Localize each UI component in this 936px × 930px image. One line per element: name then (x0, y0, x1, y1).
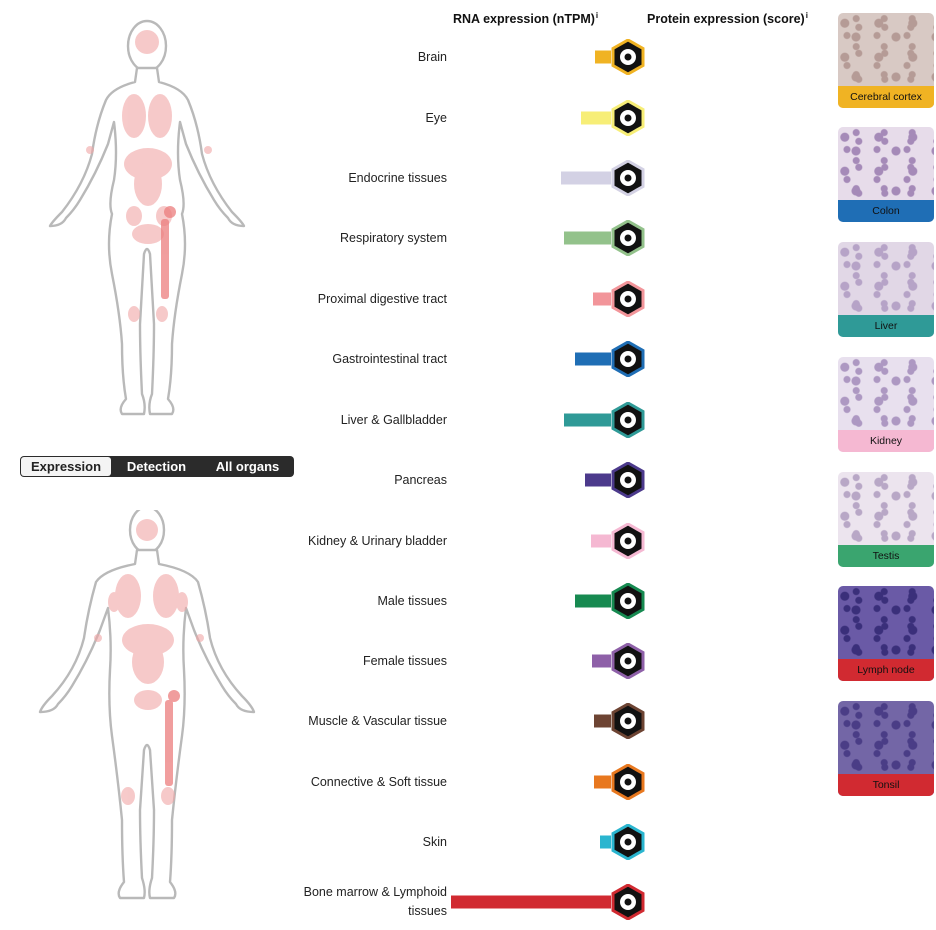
organ-label: Connective & Soft tissue (310, 774, 447, 789)
organ-row[interactable]: Kidney & Urinary bladder (300, 511, 650, 571)
rna-expression-bar[interactable] (585, 473, 611, 487)
tissue-label: Cerebral cortex (838, 86, 934, 108)
heart-icon[interactable] (611, 703, 645, 739)
organ-row[interactable]: Female tissues (300, 631, 650, 691)
tissue-label: Colon (838, 200, 934, 222)
female-icon[interactable] (611, 643, 645, 679)
organ-row[interactable]: Pancreas (300, 450, 650, 510)
tissue-card[interactable]: Colon (838, 127, 934, 222)
bone-marrow-icon[interactable] (611, 884, 645, 920)
tissue-label: Liver (838, 315, 934, 337)
connective-icon[interactable] (611, 764, 645, 800)
rna-expression-bar[interactable] (581, 111, 611, 125)
male-body-figure[interactable] (22, 510, 282, 925)
view-toggle: Expression Detection All organs (20, 456, 294, 477)
tissue-card[interactable]: Liver (838, 242, 934, 337)
liver-icon[interactable] (611, 402, 645, 438)
organ-row[interactable]: Respiratory system (300, 208, 650, 268)
rna-expression-bar[interactable] (451, 895, 611, 909)
rna-expression-bar[interactable] (575, 352, 611, 366)
rna-expression-bar[interactable] (600, 835, 611, 849)
organ-row[interactable]: Muscle & Vascular tissue (300, 691, 650, 751)
organ-label: Respiratory system (340, 230, 447, 245)
tissue-label: Tonsil (838, 774, 934, 796)
male-icon[interactable] (611, 583, 645, 619)
organ-label: Bone marrow & Lymphoid tissues (303, 885, 447, 918)
organ-label: Liver & Gallbladder (340, 412, 447, 427)
organ-row[interactable]: Endocrine tissues (300, 148, 650, 208)
toggle-expression[interactable]: Expression (21, 457, 111, 476)
protein-info-icon[interactable]: i (805, 11, 808, 20)
rna-expression-bar[interactable] (594, 714, 611, 728)
tissue-card[interactable]: Testis (838, 472, 934, 567)
organ-label: Endocrine tissues (348, 170, 447, 185)
lungs-icon[interactable] (611, 220, 645, 256)
rna-expression-bar[interactable] (591, 534, 611, 548)
eye-icon[interactable] (611, 100, 645, 136)
rna-expression-bar[interactable] (561, 171, 611, 185)
tissue-label: Kidney (838, 430, 934, 452)
rna-expression-bar[interactable] (564, 231, 611, 245)
toggle-all-organs[interactable]: All organs (215, 459, 280, 474)
organ-label: Proximal digestive tract (317, 291, 447, 306)
rna-expression-bar[interactable] (595, 50, 611, 64)
pancreas-icon[interactable] (611, 462, 645, 498)
skin-icon[interactable] (611, 824, 645, 860)
organ-row[interactable]: Bone marrow & Lymphoid tissues (300, 872, 650, 930)
rna-expression-bar[interactable] (575, 594, 611, 608)
organ-label: Skin (422, 834, 447, 849)
organ-row[interactable]: Skin (300, 812, 650, 872)
organ-row[interactable]: Brain (300, 27, 650, 87)
organ-row[interactable]: Male tissues (300, 571, 650, 631)
rna-expression-bar[interactable] (593, 292, 611, 306)
tissue-card[interactable]: Tonsil (838, 701, 934, 796)
brain-icon[interactable] (611, 39, 645, 75)
kidney-icon[interactable] (611, 523, 645, 559)
tissue-card[interactable]: Kidney (838, 357, 934, 452)
rna-info-icon[interactable]: i (595, 11, 599, 20)
organ-row[interactable]: Eye (300, 88, 650, 148)
throat-icon[interactable] (611, 281, 645, 317)
protein-expression-title: Protein expression (score) (647, 12, 805, 27)
endocrine-icon[interactable] (611, 160, 645, 196)
rna-expression-title: RNA expression (nTPM) (453, 12, 595, 27)
organ-label: Pancreas (394, 472, 447, 487)
organ-row[interactable]: Gastrointestinal tract (300, 329, 650, 389)
organ-row[interactable]: Liver & Gallbladder (300, 390, 650, 450)
rna-expression-bar[interactable] (592, 654, 611, 668)
toggle-detection[interactable]: Detection (126, 459, 187, 474)
stomach-icon[interactable] (611, 341, 645, 377)
rna-expression-header: RNA expression (nTPM)i (453, 11, 598, 26)
organ-label: Male tissues (377, 593, 447, 608)
tissue-card[interactable]: Lymph node (838, 586, 934, 681)
organ-label: Kidney & Urinary bladder (308, 533, 447, 548)
organ-label: Brain (417, 49, 447, 64)
tissue-label: Lymph node (838, 659, 934, 681)
rna-expression-bar[interactable] (594, 775, 611, 789)
organ-label: Muscle & Vascular tissue (308, 713, 447, 728)
organ-label: Female tissues (362, 653, 447, 668)
female-body-figure[interactable] (22, 4, 282, 424)
organ-row[interactable]: Connective & Soft tissue (300, 752, 650, 812)
organ-label: Eye (425, 110, 447, 125)
tissue-card[interactable]: Cerebral cortex (838, 13, 934, 108)
organ-row[interactable]: Proximal digestive tract (300, 269, 650, 329)
protein-expression-header: Protein expression (score)i (647, 11, 808, 26)
organ-label: Gastrointestinal tract (332, 351, 447, 366)
rna-expression-bar[interactable] (564, 413, 611, 427)
tissue-label: Testis (838, 545, 934, 567)
